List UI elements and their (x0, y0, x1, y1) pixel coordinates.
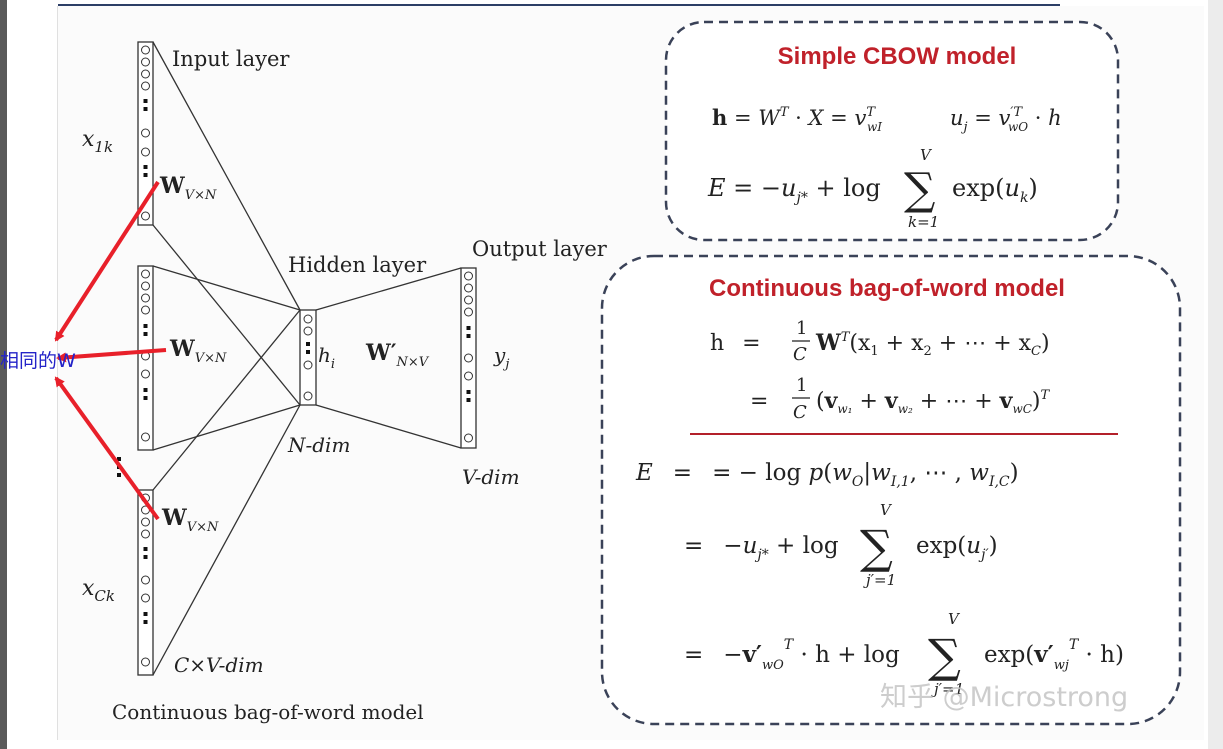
cont-sum-sign-2: ∑ (928, 629, 961, 683)
frac-1-den: C (793, 344, 807, 365)
window-scrollbar[interactable] (1208, 0, 1223, 749)
ellipsis-dot (117, 473, 121, 477)
cont-h-line1: h= (710, 331, 761, 356)
slide-top-rule (58, 4, 1060, 6)
cont-h-line1-rest: WT(x1 + x2 + ⋯ + xC) (815, 330, 1050, 359)
diagram-caption: Continuous bag-of-word model (112, 700, 424, 724)
ellipsis-dot (117, 457, 121, 461)
cont-h-line2-eq: = (750, 389, 768, 414)
frac-1-num: 1 (796, 318, 807, 339)
annotation-arrows (54, 180, 167, 521)
network-diagram (152, 41, 462, 676)
connection-lines (152, 41, 462, 676)
output-vector (460, 267, 477, 449)
hi-label: hi (318, 343, 335, 372)
xck-label: xCk (82, 576, 115, 605)
v-dim-label: V-dim (462, 465, 520, 489)
cbow-sum-bottom: k=1 (908, 213, 939, 231)
cont-sum-sign-1: ∑ (860, 520, 893, 574)
cont-sum-1-bottom: j′=1 (863, 571, 896, 589)
cont-sum-2-top: V (948, 610, 961, 628)
cont-e-line2: =−uj* + log (684, 533, 839, 563)
x1k-label: x1k (82, 127, 113, 156)
input-layer-label: Input layer (172, 47, 290, 71)
w-label-2: WV×N (169, 336, 227, 366)
simple-cbow-title: Simple CBOW model (778, 43, 1017, 70)
cont-e-line1: E== − log p(wO|wI,1, ⋯ , wI,C) (635, 460, 1019, 490)
frac-2-num: 1 (796, 375, 807, 396)
continuous-cbow-title: Continuous bag-of-word model (709, 275, 1065, 302)
w-prime-label: W′N×V (365, 340, 430, 370)
hidden-vector (299, 309, 317, 406)
w-label-3: WV×N (161, 505, 219, 535)
cont-sum-1-top: V (880, 501, 893, 519)
hidden-layer-label: Hidden layer (288, 253, 427, 277)
continuous-cbow-box: Continuous bag-of-word model h= 1 C WT(x… (600, 254, 1182, 726)
watermark-text: 知乎 @Microstrong (880, 682, 1128, 713)
output-layer-label: Output layer (472, 237, 608, 261)
input-vector-1 (137, 41, 154, 226)
annotation-same-w: 相同的W (0, 350, 76, 372)
n-dim-label: N-dim (287, 433, 350, 457)
cont-e-line3: =−v′wOT · h + log (684, 637, 900, 673)
input-vector-2 (137, 265, 154, 451)
cont-h-line2-rest: (vw₁ + vw₂ + ⋯ + vwC)T (816, 388, 1050, 416)
cbow-sum-top: V (920, 146, 933, 164)
cont-exp-1: exp(uj′) (916, 533, 998, 563)
cv-dim-label: C×V-dim (174, 653, 264, 677)
w-label-1: WV×N (159, 173, 217, 203)
cont-exp-2: exp(v′wjT · h) (984, 637, 1124, 673)
input-vector-3 (137, 489, 154, 676)
window-left-edge (0, 0, 7, 749)
yj-label: yj (493, 343, 509, 372)
cbow-sum-sign: ∑ (904, 164, 935, 215)
frac-2-den: C (793, 402, 807, 423)
cbow-eq-e: E = −uj* + log (707, 174, 881, 206)
cont-sum-2-bottom: j′=1 (931, 680, 964, 698)
